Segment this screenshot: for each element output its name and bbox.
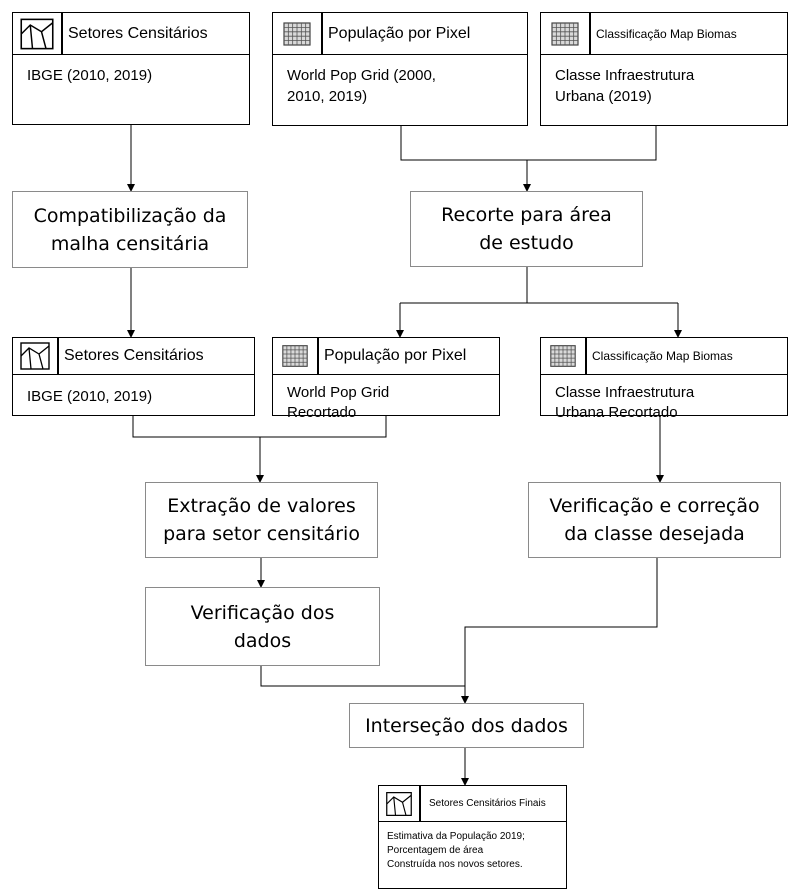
- raster-grid-icon: [548, 341, 578, 371]
- step-verificacao-correcao: Verificação e correção da classe desejad…: [528, 482, 781, 558]
- step-extracao-valores: Extração de valores para setor censitári…: [145, 482, 378, 558]
- source-setores-body: IBGE (2010, 2019): [27, 67, 153, 84]
- output-populacao-por-pixel: População por Pixel World Pop Grid Recor…: [272, 337, 500, 421]
- raster-grid-icon: [549, 18, 581, 50]
- polygon-map-icon: [19, 16, 55, 52]
- polygon-map-icon: [19, 340, 51, 372]
- source-populacao-por-pixel: População por Pixel World Pop Grid (2000…: [272, 12, 528, 126]
- polygon-map-icon: [385, 790, 413, 818]
- source-mapbiomas-body: Classe Infraestrutura Urbana (2019): [555, 67, 695, 105]
- join-pop-mapbiomas: [400, 126, 657, 161]
- output-populacao-header: População por Pixel: [324, 347, 467, 364]
- final-setores-body: Estimativa da População 2019; Porcentage…: [387, 831, 525, 870]
- output-setores-censitarios: Setores Censitários IBGE (2010, 2019): [12, 337, 255, 416]
- step-intersecao-dados: Interseção dos dados: [349, 703, 584, 748]
- step-compatibilizacao: Compatibilização da malha censitária: [12, 191, 248, 268]
- join-verificacao-dados: [260, 665, 465, 687]
- output-setores-header: Setores Censitários: [64, 347, 204, 364]
- source-classificacao-mapbiomas: Classificação Map Biomas Classe Infraest…: [540, 12, 788, 126]
- output-setores-body: IBGE (2010, 2019): [27, 388, 153, 405]
- output-mapbiomas-body: Classe Infraestrutura Urbana Recortado: [555, 384, 695, 421]
- line-verificacao-correcao: [464, 557, 658, 703]
- source-populacao-header: População por Pixel: [328, 24, 471, 42]
- source-setores-censitarios: Setores Censitários IBGE (2010, 2019): [12, 12, 250, 125]
- step-verificacao-dados: Verificação dos dados: [145, 587, 380, 666]
- source-populacao-body: World Pop Grid (2000, 2010, 2019): [287, 67, 436, 105]
- final-setores-censitarios: Setores Censitários Finais Estimativa da…: [378, 785, 567, 889]
- step-recorte-area-estudo: Recorte para área de estudo: [410, 191, 643, 267]
- output-classificacao-mapbiomas: Classificação Map Biomas Classe Infraest…: [540, 337, 788, 421]
- source-mapbiomas-header: Classificação Map Biomas: [596, 26, 737, 41]
- source-setores-header: Setores Censitários: [68, 24, 208, 42]
- output-populacao-body: World Pop Grid Recortado: [287, 384, 390, 421]
- final-setores-header: Setores Censitários Finais: [429, 798, 546, 809]
- output-mapbiomas-header: Classificação Map Biomas: [592, 349, 733, 363]
- raster-grid-icon: [280, 341, 310, 371]
- raster-grid-icon: [281, 18, 313, 50]
- split-recorte: [400, 266, 678, 304]
